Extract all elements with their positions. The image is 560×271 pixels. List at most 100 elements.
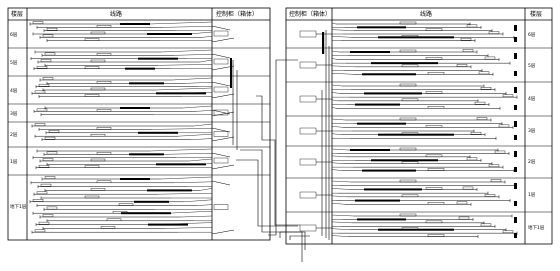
thick-cable <box>514 53 517 59</box>
thick-cable <box>138 131 178 134</box>
device-box <box>425 220 443 224</box>
junction-line <box>211 164 235 170</box>
device-box <box>90 87 106 91</box>
right-floor-label: 6层 <box>528 32 536 38</box>
device-box <box>488 31 500 34</box>
thick-cable <box>129 153 164 156</box>
device-box <box>425 57 443 60</box>
left-circuits <box>29 21 235 235</box>
device-box <box>460 37 472 41</box>
device-box <box>213 86 229 93</box>
left-floor-label: 5层 <box>10 60 18 66</box>
device-box <box>36 191 48 195</box>
branch-line <box>331 235 349 237</box>
branch-line <box>331 162 345 164</box>
right-circuits <box>299 21 518 239</box>
device-box <box>213 109 229 116</box>
branch-line <box>331 188 350 190</box>
junction-line <box>211 229 235 235</box>
thick-cable <box>350 149 390 151</box>
branch-line <box>331 58 338 60</box>
device-box <box>474 101 486 105</box>
device-box <box>458 216 470 220</box>
device-box <box>299 95 317 103</box>
branch-line <box>331 118 346 121</box>
junction-line <box>211 53 231 59</box>
branch-line <box>162 153 213 155</box>
thick-cable <box>514 87 517 93</box>
device-box <box>46 151 58 155</box>
thick-cable <box>514 71 517 76</box>
device-box <box>84 94 100 97</box>
branch-line <box>331 29 355 31</box>
device-box <box>480 223 492 227</box>
branch-line <box>188 158 213 162</box>
junction-line <box>211 136 235 142</box>
thick-cable <box>350 51 390 53</box>
device-box <box>456 201 468 205</box>
branch-line <box>151 222 213 225</box>
device-box <box>38 164 50 168</box>
branch-line <box>196 204 213 206</box>
branch-line <box>164 227 213 229</box>
device-box <box>299 191 317 199</box>
device-box <box>498 124 510 128</box>
riser-connections <box>232 30 330 262</box>
device-box <box>470 131 482 135</box>
left-floor-label: 2层 <box>10 132 18 138</box>
device-box <box>466 157 478 161</box>
junction-line <box>211 81 231 87</box>
device-box <box>36 108 48 112</box>
device-box <box>401 227 419 230</box>
thick-cable <box>134 200 169 203</box>
device-box <box>299 158 317 166</box>
branch-line <box>199 59 213 63</box>
device-box <box>90 133 106 137</box>
thick-cable <box>364 92 422 95</box>
left-panel <box>7 7 271 241</box>
branch-line <box>331 126 344 128</box>
branch-line <box>331 107 337 109</box>
branch-line <box>162 26 213 28</box>
thick-cable <box>364 188 422 191</box>
branch-line <box>331 84 343 87</box>
device-box <box>425 28 443 31</box>
device-box <box>106 218 122 222</box>
device-box <box>399 21 417 25</box>
thick-cable <box>357 122 406 125</box>
junction-line <box>211 152 231 158</box>
branch-line <box>177 134 213 137</box>
device-box <box>112 210 128 214</box>
device-box <box>401 98 419 102</box>
branch-line <box>151 128 213 130</box>
device-box <box>38 83 50 87</box>
device-box <box>494 150 506 154</box>
device-box <box>96 180 112 184</box>
thick-cable <box>121 212 171 215</box>
device-box <box>427 106 445 109</box>
left-floor-label: 地下1层 <box>10 203 27 210</box>
branch-line <box>180 215 213 218</box>
thick-cable <box>371 62 438 65</box>
right-floor-label: 4层 <box>528 96 536 102</box>
device-box <box>90 188 106 191</box>
branch-line <box>331 73 354 75</box>
right-header-circuit: 线路 <box>420 10 432 18</box>
branch-line <box>331 92 341 94</box>
device-box <box>46 206 58 210</box>
right-panel <box>285 7 553 245</box>
device-box <box>425 187 443 190</box>
device-box <box>480 87 492 90</box>
branch-line <box>182 105 213 109</box>
branch-line <box>149 21 213 25</box>
device-box <box>90 31 106 35</box>
thick-cable <box>514 217 517 223</box>
branch-line <box>155 87 213 91</box>
left-header-circuit: 线路 <box>110 10 122 18</box>
left-floor-label: 3层 <box>10 111 18 117</box>
device-box <box>399 83 417 87</box>
device-box <box>34 229 46 233</box>
left-floor-label: 1层 <box>10 159 18 165</box>
branch-line <box>331 195 348 198</box>
branch-line <box>183 199 213 202</box>
